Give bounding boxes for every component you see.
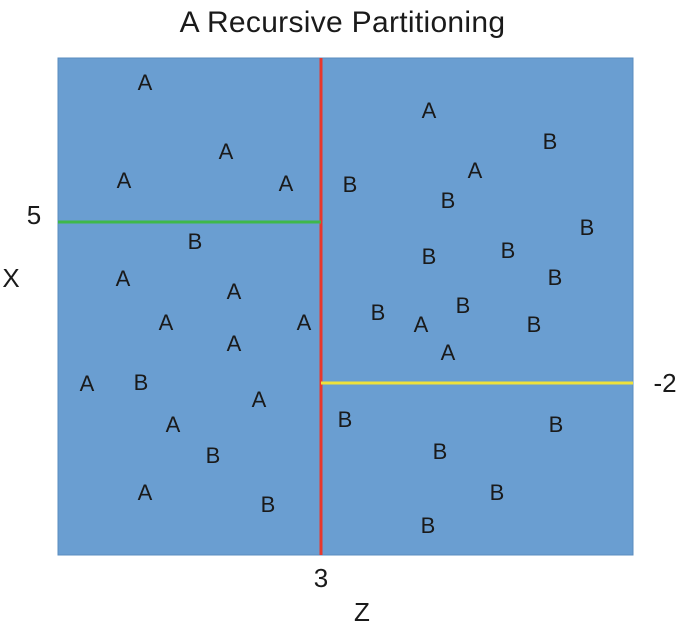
point-class-a: A [227, 331, 242, 356]
point-class-a: A [159, 310, 174, 335]
point-class-b: B [456, 293, 471, 318]
point-class-b: B [501, 238, 516, 263]
y-axis-label: X [2, 263, 19, 293]
point-class-b: B [421, 513, 436, 538]
point-class-a: A [414, 312, 429, 337]
point-class-a: A [441, 340, 456, 365]
point-class-a: A [252, 387, 267, 412]
point-class-a: A [297, 310, 312, 335]
point-class-b: B [338, 407, 353, 432]
point-class-a: A [138, 480, 153, 505]
point-class-b: B [422, 244, 437, 269]
point-class-a: A [279, 171, 294, 196]
point-class-b: B [261, 492, 276, 517]
point-class-b: B [188, 229, 203, 254]
x-axis-label: Z [354, 597, 370, 627]
point-class-b: B [206, 443, 221, 468]
split-label-right: -2 [653, 368, 676, 398]
split-label-x5: 5 [27, 200, 41, 230]
point-class-b: B [371, 300, 386, 325]
point-class-a: A [80, 371, 95, 396]
point-class-a: A [117, 168, 132, 193]
point-class-a: A [166, 412, 181, 437]
point-class-b: B [343, 172, 358, 197]
point-class-a: A [138, 70, 153, 95]
point-class-b: B [490, 480, 505, 505]
point-class-b: B [527, 312, 542, 337]
point-class-a: A [227, 279, 242, 304]
point-class-b: B [543, 129, 558, 154]
point-class-b: B [549, 412, 564, 437]
point-class-a: A [116, 266, 131, 291]
point-class-a: A [219, 139, 234, 164]
point-class-a: A [468, 158, 483, 183]
point-class-b: B [548, 265, 563, 290]
point-class-b: B [580, 215, 595, 240]
point-class-b: B [134, 370, 149, 395]
split-label-z3: 3 [314, 563, 328, 593]
diagram-title: A Recursive Partitioning [179, 6, 506, 39]
feature-space-region [57, 57, 634, 556]
point-class-a: A [422, 98, 437, 123]
point-class-b: B [441, 188, 456, 213]
point-class-b: B [433, 439, 448, 464]
